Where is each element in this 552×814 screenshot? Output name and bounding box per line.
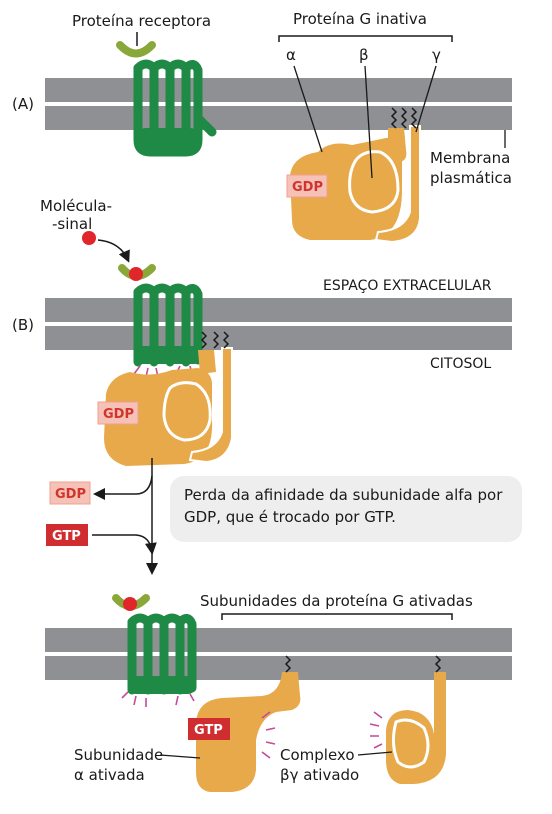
beta-label: β: [359, 46, 369, 64]
receptor-label: Proteína receptora: [72, 12, 211, 30]
beta-gamma-complex-activated: [369, 655, 446, 784]
membrane-c-outer: [45, 628, 512, 652]
panel-b-letter: (B): [12, 316, 34, 334]
gtp-badge-bound: [188, 718, 230, 740]
signal-molecule-free: [82, 231, 96, 245]
receptor-protein-a: [116, 41, 217, 157]
gdp-badge-a: [286, 174, 328, 198]
panel-a-letter: (A): [12, 95, 34, 113]
membrane-label-2: plasmática: [430, 169, 512, 187]
affinity-loss-note: Perda da afinidade da subunidade alfa po…: [170, 476, 522, 542]
signal-label-2: -sinal: [52, 215, 92, 233]
panel-c: Subunidades da proteína G ativadas GTP: [45, 592, 512, 792]
cytosol-label: CITOSOL: [430, 356, 491, 372]
membrane-b-inner: [45, 326, 512, 350]
gdp-text-b: GDP: [103, 407, 134, 422]
complex-activated-label-2: βγ ativado: [280, 766, 359, 784]
gtp-text-bound: GTP: [194, 723, 223, 738]
panel-a: (A) Proteína receptora Proteína G inativ…: [12, 10, 512, 244]
signal-molecule-bound: [129, 267, 143, 281]
g-protein-b: [104, 331, 233, 466]
activated-label: Subunidades da proteína G ativadas: [200, 592, 473, 610]
gdp-text-released: GDP: [55, 487, 86, 502]
membrane-a-inner: [45, 106, 512, 130]
complex-activated-label-1: Complexo: [280, 746, 355, 764]
gamma-label: γ: [432, 46, 441, 64]
gtp-text-incoming: GTP: [52, 529, 81, 544]
receptor-protein-c: [112, 594, 197, 707]
g-protein-inactive: [290, 107, 421, 244]
alpha-subunit-activated: [196, 655, 301, 792]
signal-label-1: Molécula-: [40, 197, 112, 215]
membrane-b-outer: [45, 298, 512, 322]
alpha-activated-label-2: α ativada: [74, 766, 145, 784]
extracellular-label: ESPAÇO EXTRACELULAR: [323, 278, 492, 294]
g-inactive-label: Proteína G inativa: [293, 10, 427, 28]
receptor-protein-b: [118, 264, 203, 378]
alpha-activated-label-1: Subunidade: [74, 746, 163, 764]
gtp-badge-incoming: [46, 524, 88, 546]
gdp-badge-b: [97, 401, 139, 425]
alpha-label: α: [286, 46, 296, 64]
gdp-badge-released: [49, 481, 91, 505]
exchange-step: GDP GTP: [46, 458, 158, 575]
membrane-label-1: Membrana: [430, 149, 510, 167]
gdp-text-a: GDP: [292, 180, 323, 195]
membrane-a-outer: [45, 78, 512, 102]
panel-b: Molécula- -sinal (B) ESPAÇO EXTRACELULAR…: [12, 197, 512, 466]
signal-molecule-bound-c: [123, 597, 137, 611]
